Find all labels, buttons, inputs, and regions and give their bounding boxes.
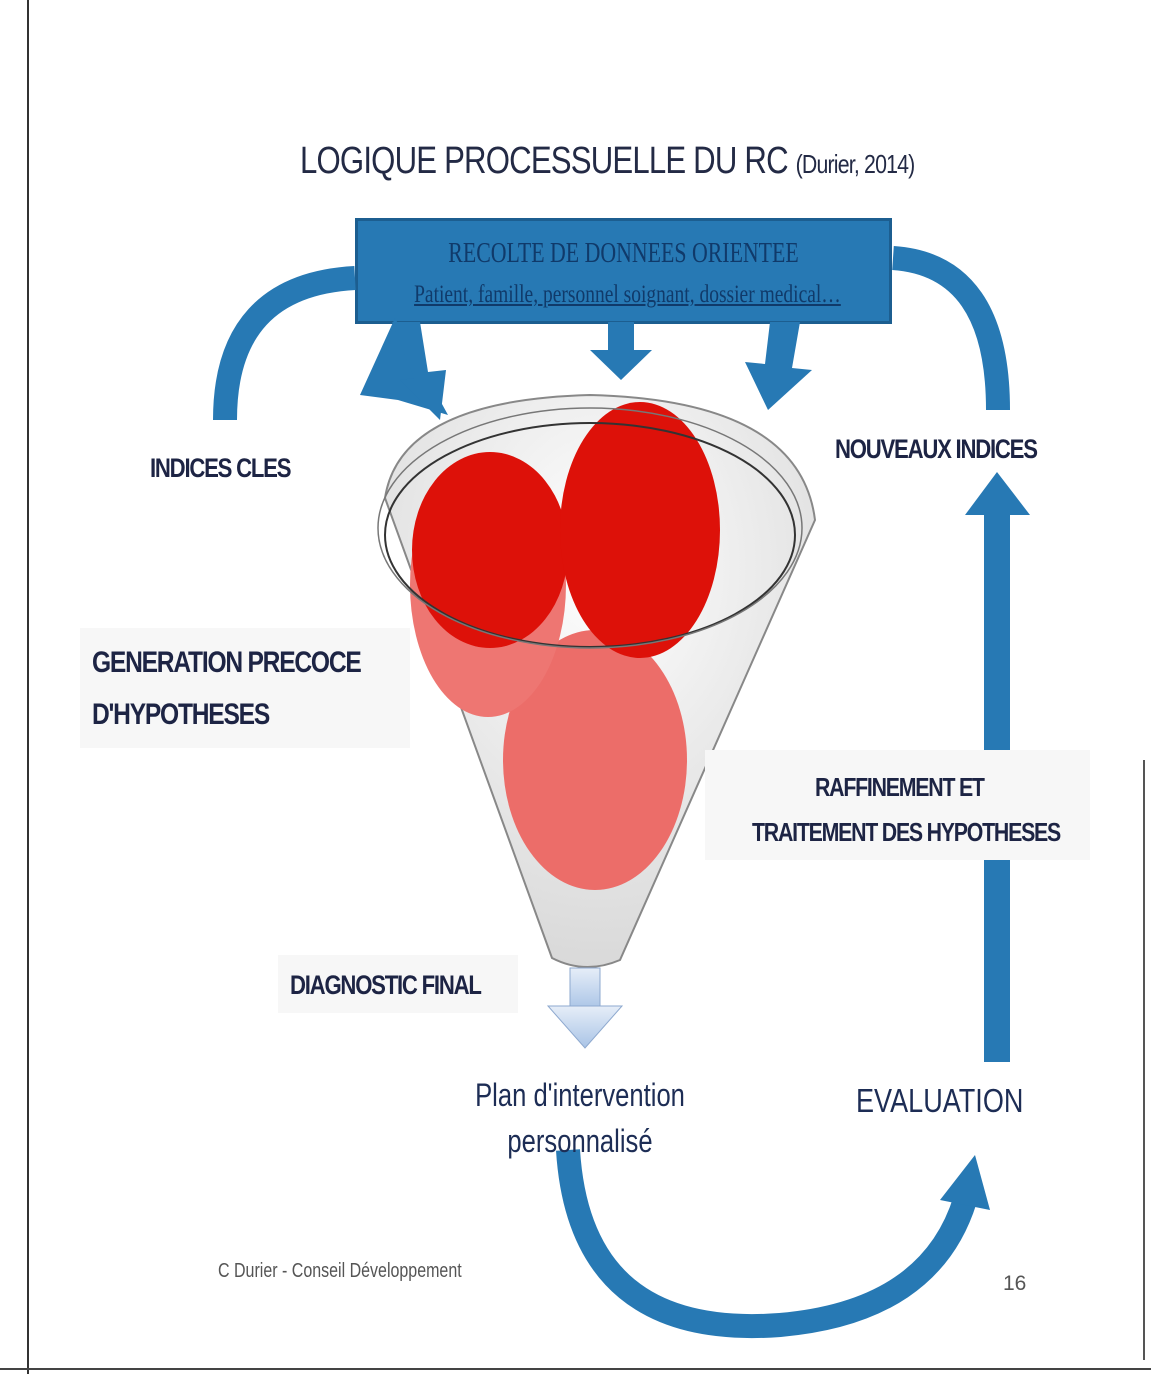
scan-border-left: [27, 0, 29, 1374]
final-diagnosis-panel: [278, 955, 518, 1013]
final-diagnosis-label: DIAGNOSTIC FINAL: [290, 970, 482, 1000]
early-generation-panel: [80, 628, 410, 748]
down-arrow-center: [590, 322, 652, 380]
title-citation: (Durier, 2014): [795, 149, 916, 179]
funnel-rim-outer: [377, 407, 803, 649]
title-main: LOGIQUE PROCESSUELLE DU RC: [300, 140, 789, 182]
hypothesis-circle-left: [412, 452, 568, 648]
hypothesis-circle-right: [560, 402, 720, 658]
down-arrow-left: [392, 322, 446, 420]
scan-border-right: [1143, 760, 1145, 1360]
right-loop-arrow: [891, 246, 1010, 411]
slide-title: LOGIQUE PROCESSUELLE DU RC (Durier, 2014…: [300, 140, 916, 183]
data-collection-sources: Patient, famille, personnel soignant, do…: [414, 281, 841, 308]
footer-author: C Durier - Conseil Développement: [218, 1260, 462, 1282]
bottom-loop-arrow: [556, 1149, 990, 1339]
evaluation-label: EVALUATION: [856, 1082, 1024, 1119]
early-generation-label-line1: GENERATION PRECOCE: [92, 646, 362, 679]
data-collection-box: [355, 218, 892, 324]
funnel-rim: [384, 422, 796, 648]
refinement-panel: [705, 750, 1090, 860]
data-collection-title: RECOLTE DE DONNEES ORIENTEE: [448, 238, 799, 269]
key-cues-label: INDICES CLES: [150, 453, 291, 483]
plan-line2: personnalisé: [507, 1123, 653, 1159]
diagnosis-down-arrow: [546, 967, 624, 1049]
refinement-label-line2: TRAITEMENT DES HYPOTHESES: [752, 817, 1061, 847]
page-number: 16: [1003, 1272, 1027, 1295]
down-arrow-right: [745, 322, 812, 410]
scan-border-bottom: [0, 1368, 1151, 1370]
new-cues-label: NOUVEAUX INDICES: [835, 434, 1038, 464]
plan-line1: Plan d'intervention: [475, 1077, 685, 1113]
refinement-label-line1: RAFFINEMENT ET: [815, 772, 985, 802]
hypothesis-circle-bottom: [503, 630, 687, 890]
early-generation-label-line2: D'HYPOTHESES: [92, 698, 270, 731]
intervention-plan-label: Plan d'intervention personnalisé: [468, 1072, 692, 1164]
